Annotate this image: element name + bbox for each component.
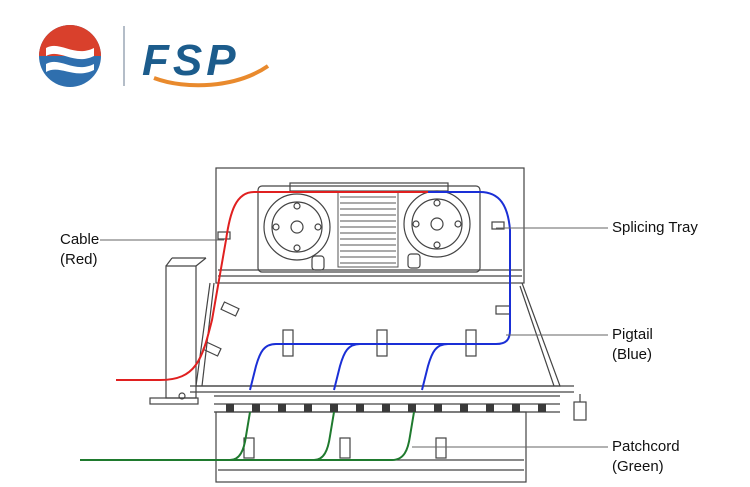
pigtail-blue-fiber [249, 191, 511, 391]
splice-sleeves [337, 190, 399, 268]
left-bracket [165, 265, 197, 399]
left-spool [263, 193, 331, 261]
cable-red-fiber [116, 191, 428, 381]
tray-label-text: Splicing Tray [612, 219, 698, 236]
patchcord-label-line2: (Green) [612, 458, 664, 475]
patchcord-label-line1: Patchcord [612, 438, 680, 455]
patchcord-green-fiber [80, 411, 415, 461]
patchcord-label: Patchcord (Green) [612, 437, 680, 477]
cable-label-line1: Cable [60, 231, 100, 248]
pigtail-label: Pigtail (Blue) [612, 325, 653, 365]
tray-label: Splicing Tray [612, 218, 698, 238]
adapter-row [226, 404, 546, 412]
fsp-logo: FSP [39, 25, 270, 88]
pigtail-label-line1: Pigtail [612, 326, 653, 343]
upper-panel [215, 167, 525, 284]
cable-label-line2: (Red) [60, 251, 98, 268]
hinged-tray [195, 282, 561, 387]
logo-wordmark: FSP [142, 36, 240, 85]
cable-label: Cable (Red) [60, 230, 99, 270]
pigtail-label-line2: (Blue) [612, 346, 653, 363]
right-spool [403, 190, 471, 258]
splicing-tray-frame [257, 185, 481, 273]
